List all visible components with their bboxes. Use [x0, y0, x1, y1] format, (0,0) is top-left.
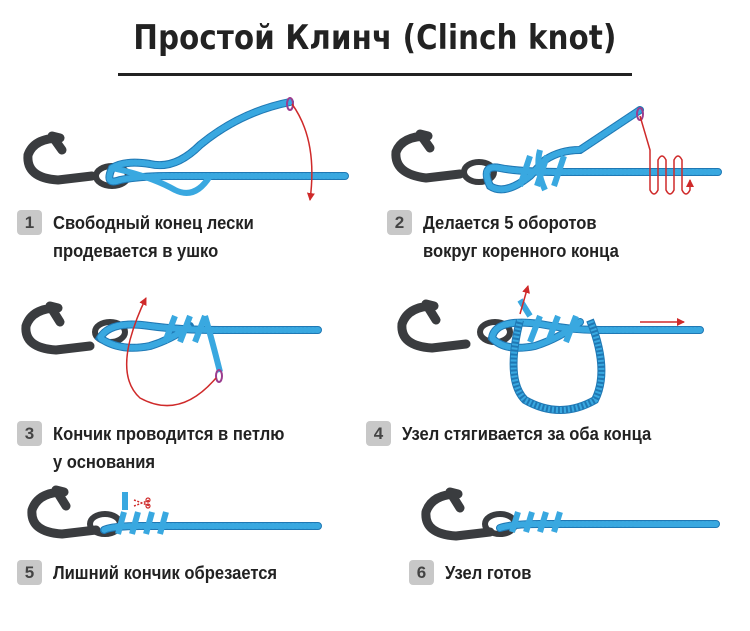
fishing-line: [94, 314, 322, 383]
step-2-caption: 2 Делается 5 оборотов вокруг коренного к…: [387, 209, 636, 265]
step-4-caption: 4 Узел стягивается за оба конца: [366, 420, 673, 448]
fishing-line: [487, 298, 704, 414]
step-2-illustration: [391, 106, 722, 195]
step-5-caption: 5 Лишний кончик обрезается: [17, 559, 297, 587]
step-text: Узел стягивается за оба конца: [402, 424, 652, 444]
step-number-badge: 2: [387, 210, 412, 235]
step-number-badge: 5: [17, 560, 42, 585]
step-text: Узел готов: [445, 563, 532, 583]
direction-arrow: [291, 103, 315, 201]
step-text: Лишний кончик обрезается: [53, 563, 278, 583]
step-text: Делается 5 оборотов вокруг коренного кон…: [423, 213, 619, 261]
fishing-line: [496, 511, 720, 533]
step-text: Кончик проводится в петлю у основания: [53, 424, 285, 472]
step-4-illustration: [397, 285, 704, 414]
fishing-line: [105, 97, 349, 196]
step-1-illustration: [23, 97, 349, 201]
step-3-illustration: [21, 297, 322, 407]
page-title: Простой Клинч (Clinch knot): [133, 18, 617, 58]
step-5-illustration: [27, 485, 322, 539]
step-1-caption: 1 Свободный конец лески продевается в уш…: [17, 209, 271, 265]
fishing-line: [100, 492, 322, 535]
title-underline: [118, 73, 632, 76]
direction-arrow: [639, 115, 694, 195]
step-number-badge: 1: [17, 210, 42, 235]
step-6-illustration: [421, 487, 720, 541]
step-number-badge: 6: [409, 560, 434, 585]
direction-arrow: [125, 297, 217, 407]
scissors-icon: [133, 497, 151, 509]
step-3-caption: 3 Кончик проводится в петлю у основания: [17, 420, 305, 476]
direction-arrow-up: [519, 285, 530, 315]
hook-icon: [391, 129, 497, 185]
step-6-caption: 6 Узел готов: [409, 559, 539, 587]
step-number-badge: 3: [17, 421, 42, 446]
fishing-line: [482, 106, 722, 194]
step-number-badge: 4: [366, 421, 391, 446]
step-text: Свободный конец лески продевается в ушко: [53, 213, 254, 261]
